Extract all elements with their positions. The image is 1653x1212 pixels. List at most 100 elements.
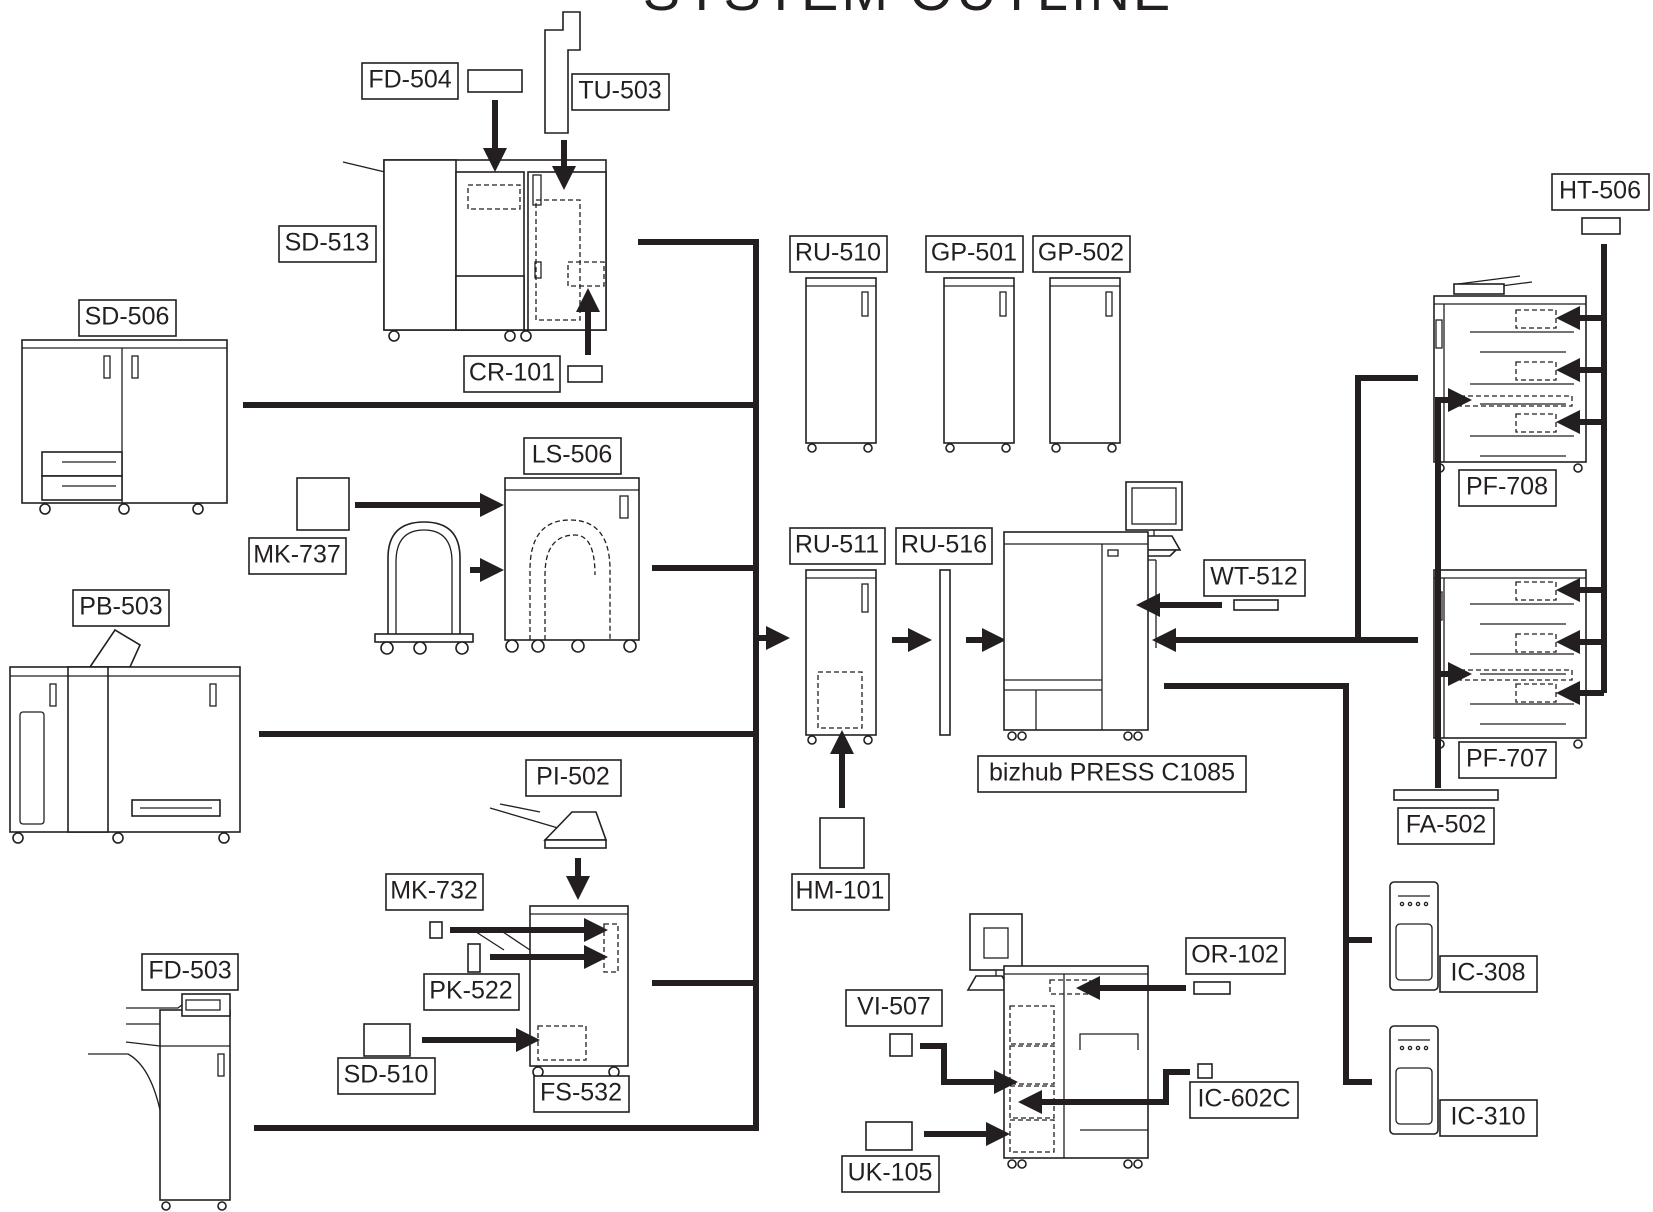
svg-text:HM-101: HM-101 [796,877,885,905]
svg-text:HT-506: HT-506 [1559,177,1641,205]
wt512-device [1233,599,1279,611]
pf708-device [1433,275,1587,473]
tu503-device [544,11,581,134]
svg-text:RU-511: RU-511 [795,531,879,559]
svg-text:SD-513: SD-513 [285,229,370,257]
svg-text:bizhub PRESS C1085: bizhub PRESS C1085 [989,759,1235,787]
label-fa502: FA-502 [1397,807,1495,845]
svg-text:LS-506: LS-506 [532,441,613,469]
mk732-device [429,921,443,939]
label-sd510: SD-510 [337,1057,436,1095]
main-unit-device [1003,481,1183,741]
label-tu503: TU-503 [571,73,670,111]
sd510-device [363,1023,411,1057]
pb503-device [9,628,241,844]
label-ls506: LS-506 [523,437,622,475]
svg-text:IC-602C: IC-602C [1197,1085,1290,1113]
svg-text:FA-502: FA-502 [1406,811,1487,839]
ic602c-device [1197,1063,1213,1079]
label-uk105: UK-105 [841,1155,940,1193]
or102-device [1193,981,1231,995]
label-ru511: RU-511 [789,527,886,565]
svg-text:IC-308: IC-308 [1450,959,1525,987]
cr101-device [567,365,603,383]
ht506-connection [1556,244,1607,705]
label-mk737: MK-737 [248,537,347,575]
label-pb503: PB-503 [72,589,170,627]
svg-text:GP-501: GP-501 [931,239,1017,267]
label-pf707: PF-707 [1458,741,1557,779]
ru516-device [939,569,951,736]
controller-unit-device [966,913,1149,1169]
label-pk522: PK-522 [423,973,520,1011]
label-hm101: HM-101 [791,873,890,911]
svg-text:VI-507: VI-507 [857,993,931,1021]
svg-text:RU-516: RU-516 [901,531,987,559]
svg-text:CR-101: CR-101 [469,359,555,387]
svg-text:GP-502: GP-502 [1038,239,1124,267]
svg-text:FD-503: FD-503 [148,957,231,985]
ic310-device [1389,1025,1439,1135]
label-pi502: PI-502 [525,759,622,797]
diagram-title: SYSTEM OUTLINE [643,0,1174,22]
svg-text:UK-105: UK-105 [848,1159,933,1187]
label-cr101: CR-101 [463,355,561,393]
label-ht506: HT-506 [1551,173,1650,211]
svg-text:WT-512: WT-512 [1210,563,1298,591]
sd506-device [21,339,228,515]
label-ru510: RU-510 [789,235,888,273]
fa502-device [1393,789,1499,801]
svg-text:PF-707: PF-707 [1466,745,1548,773]
fd504-device [467,69,523,93]
label-ic602c: IC-602C [1189,1081,1299,1119]
vi507-device [889,1033,913,1057]
svg-text:FS-532: FS-532 [540,1079,622,1107]
label-vi507: VI-507 [845,989,943,1027]
ht506-device [1581,217,1621,235]
label-gp502: GP-502 [1032,235,1131,273]
label-wt512: WT-512 [1203,559,1306,597]
svg-text:MK-737: MK-737 [253,541,341,569]
ls506-device [504,477,640,653]
label-or102: OR-102 [1185,937,1286,975]
svg-text:PI-502: PI-502 [536,763,610,791]
svg-text:FD-504: FD-504 [368,66,451,94]
label-gp501: GP-501 [925,235,1024,273]
svg-text:RU-510: RU-510 [795,239,881,267]
connection-bus [243,239,790,1131]
svg-text:SD-506: SD-506 [85,303,170,331]
svg-text:PB-503: PB-503 [79,593,162,621]
hm101-device [819,817,865,869]
label-mk732: MK-732 [385,873,484,911]
label-fd503: FD-503 [141,953,239,991]
pi502-device [489,803,608,849]
uk105-device [865,1121,913,1151]
ru511-device [805,569,877,745]
right-bus [1152,375,1418,1085]
label-ic308: IC-308 [1439,955,1538,993]
sd513-device [342,159,607,342]
label-pf708: PF-708 [1458,469,1557,507]
gp502-device [1049,277,1121,453]
svg-text:PF-708: PF-708 [1466,473,1548,501]
label-sd506: SD-506 [78,299,177,337]
label-sd513: SD-513 [278,225,377,263]
label-main-unit: bizhub PRESS C1085 [977,755,1247,793]
svg-text:MK-732: MK-732 [390,877,478,905]
pf707-device [1433,569,1587,749]
label-fs532: FS-532 [533,1075,630,1113]
ic308-device [1389,881,1439,991]
svg-text:TU-503: TU-503 [578,77,661,105]
label-ru516: RU-516 [895,527,993,565]
svg-text:SD-510: SD-510 [344,1061,429,1089]
svg-text:OR-102: OR-102 [1191,941,1279,969]
svg-text:IC-310: IC-310 [1450,1103,1525,1131]
ru510-device [805,277,877,453]
label-ic310: IC-310 [1439,1099,1538,1137]
fd503-device [88,993,231,1211]
fa502-connection [1435,388,1472,788]
gp501-device [943,277,1015,453]
label-fd504: FD-504 [361,62,459,100]
mk737-device [296,477,474,655]
